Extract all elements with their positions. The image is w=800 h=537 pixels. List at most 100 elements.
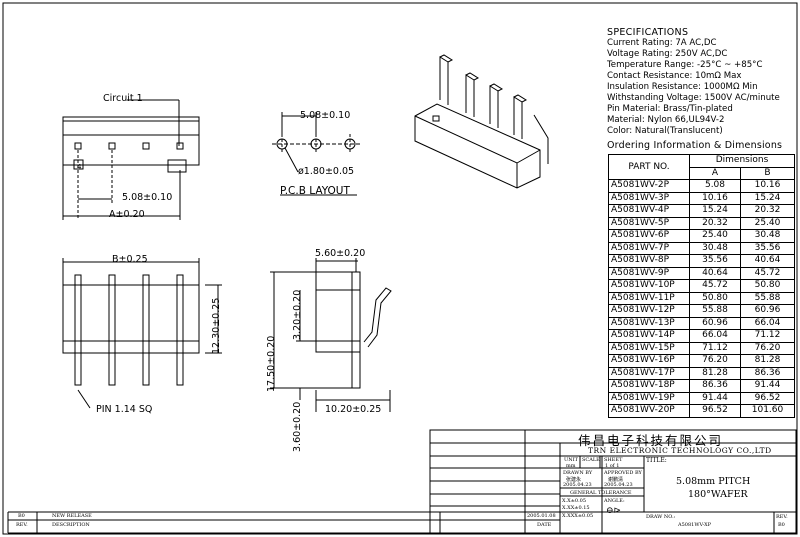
- dim-a-cell: 66.04: [689, 329, 741, 343]
- dim-b-cell: 45.72: [740, 266, 795, 280]
- spec-line: Withstanding Voltage: 1500V AC/minute: [607, 93, 780, 103]
- part-number-cell: A5081WV-7P: [608, 241, 690, 255]
- dim-b: B±0.25: [112, 254, 148, 265]
- drawing-title-line2: 180°WAFER: [688, 489, 748, 500]
- dim-a-cell: 91.44: [689, 391, 741, 405]
- drawn-date: 2005.04.23: [563, 482, 592, 488]
- part-number-cell: A5081WV-11P: [608, 291, 690, 305]
- spec-line: Color: Natural(Translucent): [607, 126, 723, 136]
- dim-a-cell: 25.40: [689, 229, 741, 243]
- drawing-no-label: DRAW NO.:: [646, 514, 676, 520]
- scale-label: SCALE: [582, 457, 600, 463]
- dim-b-cell: 71.12: [740, 329, 795, 343]
- specifications: SPECIFICATIONS Current Rating: 7A AC,DC …: [607, 27, 780, 137]
- dim-b-cell: 50.80: [740, 279, 795, 293]
- dim-a-cell: 76.20: [689, 354, 741, 368]
- title-block: [7, 429, 797, 534]
- pcb-layout: [272, 112, 360, 196]
- approved-by-label: APPROVED BY: [604, 470, 642, 476]
- rev-header: REV.: [16, 522, 28, 528]
- part-number-cell: A5081WV-14P: [608, 329, 690, 343]
- drawn-by-label: DRAWN BY: [563, 470, 593, 476]
- spec-line: Insulation Resistance: 1000MΩ Min: [607, 82, 758, 92]
- pcb-pitch-dim: 5.08±0.10: [300, 110, 351, 121]
- date-header: DATE: [537, 522, 552, 528]
- rev-row-date: 2005.01.08: [527, 513, 556, 519]
- projection-icon: ⊖⊳: [606, 506, 622, 516]
- company-name-en: TRN ELECTRONIC TECHNOLOGY CO.,LTD: [588, 446, 772, 455]
- dim-b-cell: 76.20: [740, 341, 795, 355]
- dim-a-cell: 40.64: [689, 266, 741, 280]
- dim-b-cell: 96.52: [740, 391, 795, 405]
- dim-b-cell: 101.60: [740, 404, 795, 418]
- upper-dim: 3.20±0.20: [292, 289, 303, 340]
- dim-a-cell: 20.32: [689, 216, 741, 230]
- part-number-cell: A5081WV-3P: [608, 191, 690, 205]
- dim-b-cell: 81.28: [740, 354, 795, 368]
- spec-line: Current Rating: 7A AC,DC: [607, 38, 717, 48]
- dim-b-cell: 60.96: [740, 304, 795, 318]
- dim-b-cell: 25.40: [740, 216, 795, 230]
- circuit-label: Circuit 1: [103, 93, 143, 104]
- spec-line: Contact Resistance: 10mΩ Max: [607, 71, 742, 81]
- dim-a-cell: 60.96: [689, 316, 741, 330]
- part-number-cell: A5081WV-2P: [608, 179, 690, 193]
- approved-date: 2005.04.23: [604, 482, 633, 488]
- height-dim: 12.30±0.25: [211, 297, 222, 354]
- dim-b-cell: 66.04: [740, 316, 795, 330]
- dim-a-cell: 86.36: [689, 379, 741, 393]
- part-number-cell: A5081WV-4P: [608, 204, 690, 218]
- dim-b-cell: 20.32: [740, 204, 795, 218]
- unit-label: UNIT: [564, 457, 578, 463]
- rev-value: B0: [778, 522, 785, 528]
- spec-line: Voltage Rating: 250V AC,DC: [607, 49, 728, 59]
- part-number-cell: A5081WV-5P: [608, 216, 690, 230]
- dim-b-cell: 40.64: [740, 254, 795, 268]
- part-number-cell: A5081WV-16P: [608, 354, 690, 368]
- part-number-cell: A5081WV-13P: [608, 316, 690, 330]
- part-number-cell: A5081WV-17P: [608, 366, 690, 380]
- isometric-view: [414, 54, 549, 189]
- spec-line: Temperature Range: -25°C ~ +85°C: [607, 60, 763, 70]
- sheet-value: 1 of 1: [605, 463, 620, 469]
- part-number-cell: A5081WV-8P: [608, 254, 690, 268]
- tolerance-1: X.X±0.05: [562, 498, 587, 504]
- col-b-header: B: [740, 166, 795, 180]
- dim-b-cell: 91.44: [740, 379, 795, 393]
- general-tolerance: GENERAL TOLERANCE: [570, 490, 632, 496]
- dim-b-cell: 86.36: [740, 366, 795, 380]
- pcb-layout-title: P.C.B LAYOUT: [280, 185, 350, 197]
- tolerance-3: X.XXX±0.05: [562, 513, 594, 519]
- bottom-view: [62, 258, 222, 409]
- dim-a-cell: 45.72: [689, 279, 741, 293]
- spec-line: Pin Material: Brass/Tin-plated: [607, 104, 733, 114]
- dim-a-cell: 55.88: [689, 304, 741, 318]
- drawing-title-line1: 5.08mm PITCH: [676, 476, 751, 487]
- total-height-dim: 17.50±0.20: [266, 335, 277, 392]
- dim-a-cell: 15.24: [689, 204, 741, 218]
- side-view: [270, 258, 392, 412]
- dim-a-cell: 96.52: [689, 404, 741, 418]
- approved-by-name: 谢鹏清: [608, 477, 624, 483]
- front-pitch-dim: 5.08±0.10: [122, 192, 173, 203]
- dim-a-cell: 5.08: [689, 179, 741, 193]
- sheet-label: SHEET: [604, 457, 623, 463]
- front-view: [62, 99, 200, 220]
- rev-row-rev: B0: [18, 513, 25, 519]
